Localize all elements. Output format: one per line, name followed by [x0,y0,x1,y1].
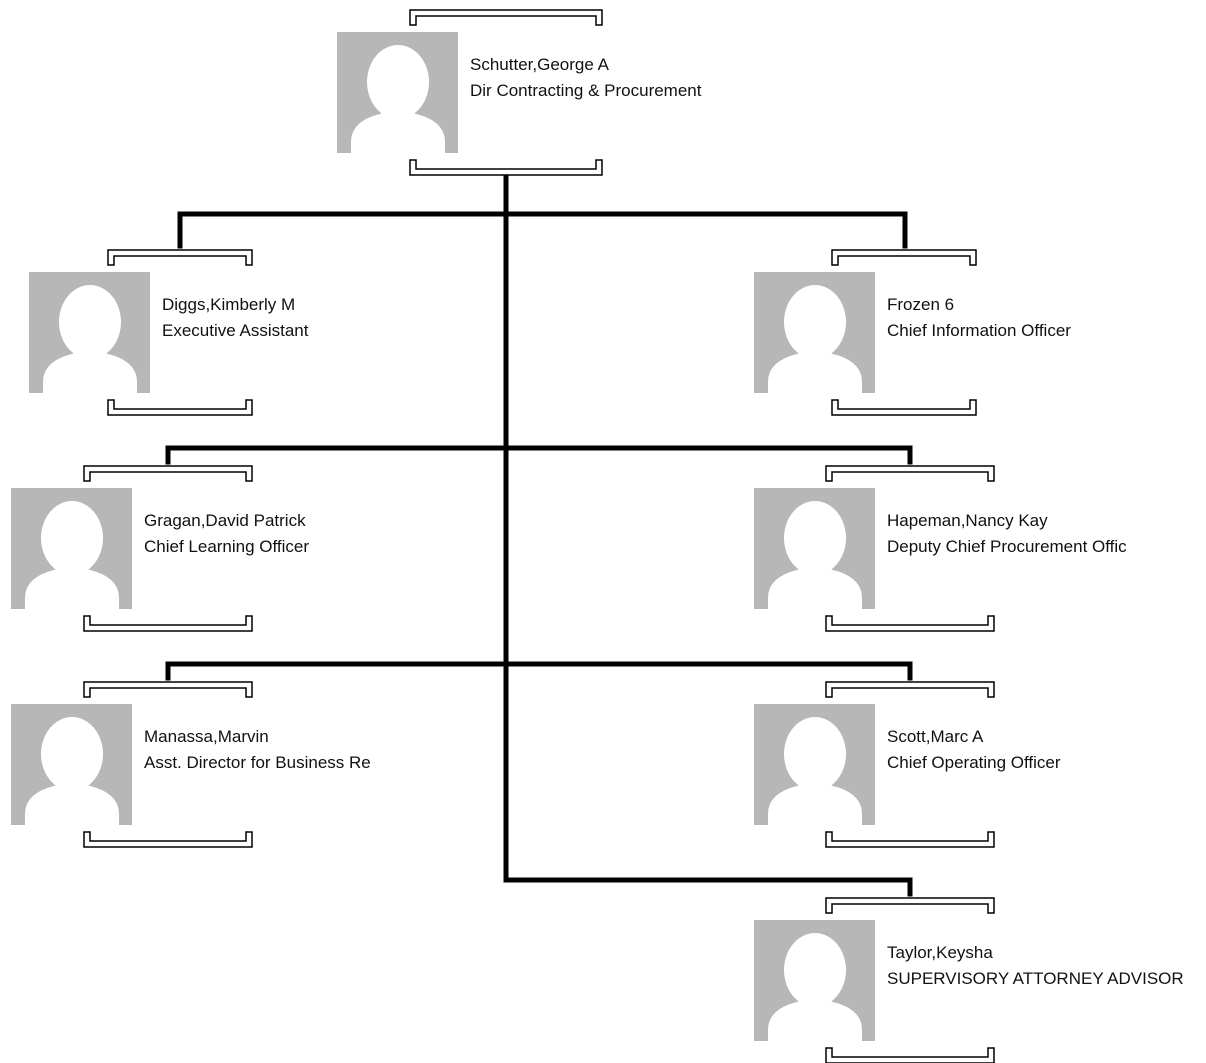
person-title: Deputy Chief Procurement Offic [887,537,1127,556]
person-info: Schutter,George A Dir Contracting & Proc… [470,52,701,104]
person-name: Taylor,Keysha [887,943,993,962]
avatar [754,704,875,825]
person-name: Diggs,Kimberly M [162,295,296,314]
person-info: Frozen 6 Chief Information Officer [887,292,1071,344]
expand-bracket-bottom[interactable] [825,615,995,633]
person-info: Diggs,Kimberly M Executive Assistant [162,292,308,344]
branch-line-scott [503,661,913,681]
avatar [11,704,132,825]
person-name: Schutter,George A [470,55,609,74]
person-name: Frozen 6 [887,295,955,314]
expand-bracket-top[interactable] [825,680,995,698]
branch-line-gragan [165,445,509,465]
person-name: Hapeman,Nancy Kay [887,511,1048,530]
expand-bracket-bottom[interactable] [831,399,977,417]
person-title: Dir Contracting & Procurement [470,81,702,100]
person-silhouette-icon [768,933,862,1041]
expand-bracket-bottom[interactable] [83,615,253,633]
avatar [754,920,875,1041]
person-silhouette-icon [351,45,445,153]
person-name: Manassa,Marvin [144,727,269,746]
person-title: Chief Operating Officer [887,753,1061,772]
branch-line-hapeman [503,445,913,465]
person-info: Gragan,David Patrick Chief Learning Offi… [144,508,309,560]
branch-line-manassa [165,661,509,681]
person-silhouette-icon [768,285,862,393]
avatar [11,488,132,609]
person-info: Scott,Marc A Chief Operating Officer [887,724,1061,776]
person-title: Chief Learning Officer [144,537,310,556]
person-title: Chief Information Officer [887,321,1071,340]
expand-bracket-top[interactable] [409,8,603,26]
expand-bracket-bottom[interactable] [83,831,253,849]
avatar [29,272,150,393]
expand-bracket-top[interactable] [825,464,995,482]
expand-bracket-top[interactable] [825,896,995,914]
root-node[interactable]: Schutter,George A Dir Contracting & Proc… [337,8,737,176]
person-title: SUPERVISORY ATTORNEY ADVISOR [887,969,1184,988]
branch-line-frozen [503,211,908,249]
person-info: Hapeman,Nancy Kay Deputy Chief Procureme… [887,508,1127,560]
person-title: Asst. Director for Business Re [144,753,371,772]
person-node-taylor[interactable]: Taylor,Keysha SUPERVISORY ATTORNEY ADVIS… [754,896,1184,1063]
expand-bracket-bottom[interactable] [825,1047,995,1063]
person-node-diggs[interactable]: Diggs,Kimberly M Executive Assistant [29,248,429,416]
person-info: Manassa,Marvin Asst. Director for Busine… [144,724,371,776]
person-silhouette-icon [768,501,862,609]
branch-line-diggs [177,211,509,249]
expand-bracket-top[interactable] [83,464,253,482]
person-silhouette-icon [25,717,119,825]
expand-bracket-top[interactable] [83,680,253,698]
expand-bracket-bottom[interactable] [825,831,995,849]
avatar [754,488,875,609]
avatar [754,272,875,393]
person-node-gragan[interactable]: Gragan,David Patrick Chief Learning Offi… [11,464,411,632]
branch-line-taylor [503,877,913,897]
expand-bracket-bottom[interactable] [409,159,603,177]
person-name: Gragan,David Patrick [144,511,306,530]
avatar [337,32,458,153]
person-node-manassa[interactable]: Manassa,Marvin Asst. Director for Busine… [11,680,411,848]
person-node-hapeman[interactable]: Hapeman,Nancy Kay Deputy Chief Procureme… [754,464,1154,632]
person-name: Scott,Marc A [887,727,984,746]
person-title: Executive Assistant [162,321,309,340]
person-silhouette-icon [25,501,119,609]
person-silhouette-icon [768,717,862,825]
expand-bracket-top[interactable] [107,248,253,266]
expand-bracket-bottom[interactable] [107,399,253,417]
expand-bracket-top[interactable] [831,248,977,266]
person-silhouette-icon [43,285,137,393]
person-node-scott[interactable]: Scott,Marc A Chief Operating Officer [754,680,1154,848]
person-node-frozen[interactable]: Frozen 6 Chief Information Officer [754,248,1154,416]
person-info: Taylor,Keysha SUPERVISORY ATTORNEY ADVIS… [887,940,1184,992]
